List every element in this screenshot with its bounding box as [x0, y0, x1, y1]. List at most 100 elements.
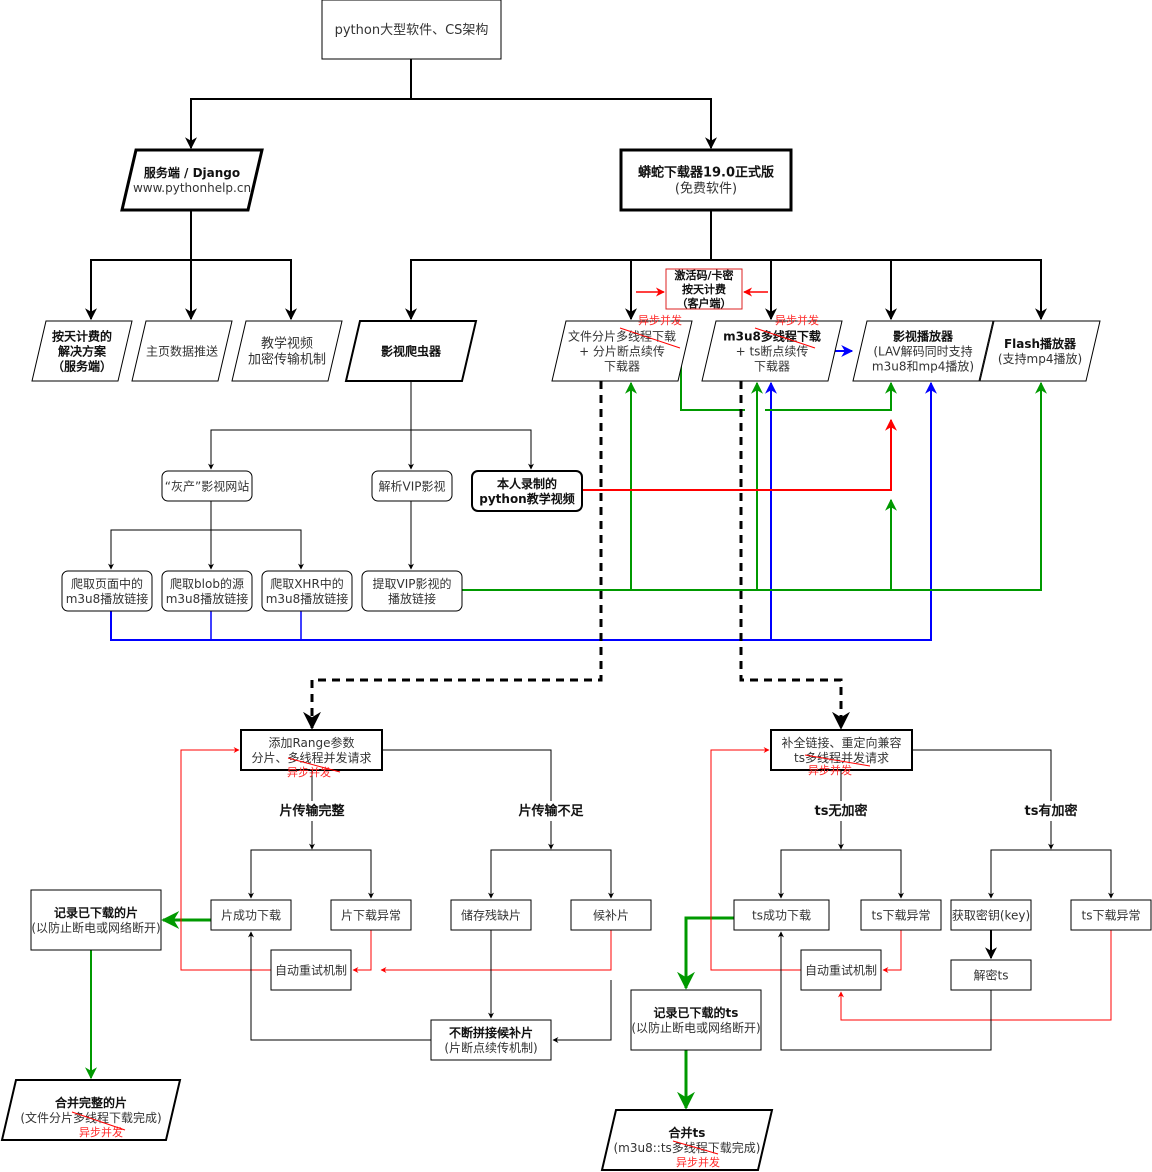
node-text: 解密ts — [974, 967, 1009, 982]
connector-57 — [882, 930, 902, 973]
node-merge-piece[interactable]: 合并完整的片(文件分片多线程下载完成) — [0, 1079, 182, 1141]
node-text: m3u8播放链接 — [66, 591, 149, 606]
box-shape — [161, 570, 253, 612]
node-text: 储存残缺片 — [461, 907, 521, 922]
node-text: python教学视频 — [479, 491, 574, 506]
node-text: (LAV解码同时支持 — [873, 343, 972, 358]
box-shape — [733, 899, 830, 931]
connector-43 — [380, 930, 612, 973]
node-text: 合并完整的片 — [55, 1095, 127, 1110]
box-shape — [860, 899, 942, 931]
connector-25 — [462, 381, 1047, 591]
node-text: 获取密钥(key) — [952, 907, 1030, 922]
node-text: 提取VIP影视的 — [373, 576, 452, 591]
connector-50 — [841, 849, 904, 899]
node-text: 自动重试机制 — [275, 962, 347, 977]
node-text: python大型软件、CS架构 — [335, 23, 489, 38]
node-text: Flash播放器 — [1004, 336, 1077, 351]
box-shape — [321, 0, 502, 60]
node-text: 自动重试机制 — [805, 962, 877, 977]
node-retry-right[interactable]: 自动重试机制 — [800, 949, 882, 991]
connector-55 — [677, 916, 734, 990]
box-shape — [450, 899, 532, 931]
node-get-key[interactable]: 获取密钥(key) — [950, 899, 1032, 931]
node-vip-parse[interactable]: 解析VIP影视 — [371, 470, 453, 502]
box-shape — [430, 1019, 552, 1061]
box-shape — [261, 570, 353, 612]
node-record-piece[interactable]: 记录已下载的片(以防止断电或网络断开) — [30, 889, 162, 951]
async-annotation: 异步并发 — [775, 313, 819, 327]
node-text: ts成功下载 — [752, 908, 811, 922]
node-flash[interactable]: Flash播放器(支持mp4播放) — [979, 320, 1101, 382]
node-ts-ok[interactable]: ts成功下载 — [733, 899, 830, 931]
node-text: 影视爬虫器 — [381, 343, 442, 358]
node-grey-site[interactable]: “灰产”影视网站 — [161, 470, 253, 502]
node-piece-ok[interactable]: 片成功下载 — [210, 899, 292, 931]
node-downloader[interactable]: 蟒蛇下载器19.0正式版(免费软件) — [619, 148, 793, 212]
node-text: 记录已下载的片 — [54, 905, 138, 920]
node-text: 蟒蛇下载器19.0正式版 — [638, 165, 774, 181]
node-text: 按天计费 — [682, 282, 726, 296]
parallelogram-shape — [31, 320, 133, 382]
node-merge-ts[interactable]: 合并ts(m3u8::ts多线程下载完成) — [600, 1109, 774, 1171]
node-splice[interactable]: 不断拼接候补片(片断点续传机制) — [430, 1019, 552, 1061]
node-root[interactable]: python大型软件、CS架构 — [321, 0, 502, 60]
box-shape — [471, 470, 583, 512]
node-server-push[interactable]: 主页数据推送 — [131, 320, 233, 382]
node-text: (以防止断电或网络断开) — [31, 920, 160, 935]
strikethrough-mark — [71, 1111, 126, 1131]
box-shape — [330, 899, 412, 931]
edge-label-piece-complete: 片传输完整 — [279, 803, 345, 819]
node-text: (片断点续传机制) — [444, 1040, 537, 1055]
box-shape — [240, 729, 383, 771]
node-text: 加密传输机制 — [248, 352, 326, 368]
node-text: (m3u8::ts多线程下载完成) — [614, 1140, 761, 1155]
edge-label-piece-insufficient: 片传输不足 — [518, 803, 584, 819]
connector-42 — [352, 930, 372, 973]
node-text: “灰产”影视网站 — [165, 478, 249, 493]
node-ts-err2[interactable]: ts下载异常 — [1070, 899, 1152, 931]
node-piece-err[interactable]: 片下载异常 — [330, 899, 412, 931]
connector-16 — [108, 529, 211, 570]
connector-53 — [1051, 849, 1114, 899]
node-text: 解析VIP影视 — [379, 478, 446, 493]
node-text: 爬取XHR中的 — [270, 576, 344, 591]
box-shape — [950, 959, 1032, 991]
node-text: 分片、多线程并发请求 — [251, 750, 371, 765]
connector-60 — [778, 931, 992, 1051]
strikethrough-mark — [804, 754, 871, 767]
node-text: 播放链接 — [388, 591, 436, 606]
parallelogram-shape — [131, 320, 233, 382]
node-store-missing[interactable]: 储存残缺片 — [450, 899, 532, 931]
node-decrypt[interactable]: 解密ts — [950, 959, 1032, 991]
node-crawler[interactable]: 影视爬虫器 — [344, 320, 478, 382]
node-record-ts[interactable]: 记录已下载的ts(以防止断电或网络断开) — [630, 989, 762, 1051]
node-text: www.pythonhelp.cn — [133, 181, 251, 195]
box-shape — [665, 268, 743, 310]
node-text: m3u8和mp4播放) — [872, 358, 974, 373]
node-candidate[interactable]: 候补片 — [570, 899, 652, 931]
connector-33 — [739, 381, 850, 730]
async-annotation: 异步并发 — [287, 765, 331, 779]
box-shape — [1070, 899, 1152, 931]
node-retry-left[interactable]: 自动重试机制 — [270, 949, 352, 991]
node-text: 爬取页面中的 — [71, 576, 143, 591]
connector-32 — [303, 381, 603, 730]
node-text: (文件分片多线程下载完成) — [20, 1110, 161, 1125]
node-ts-err1[interactable]: ts下载异常 — [860, 899, 942, 931]
